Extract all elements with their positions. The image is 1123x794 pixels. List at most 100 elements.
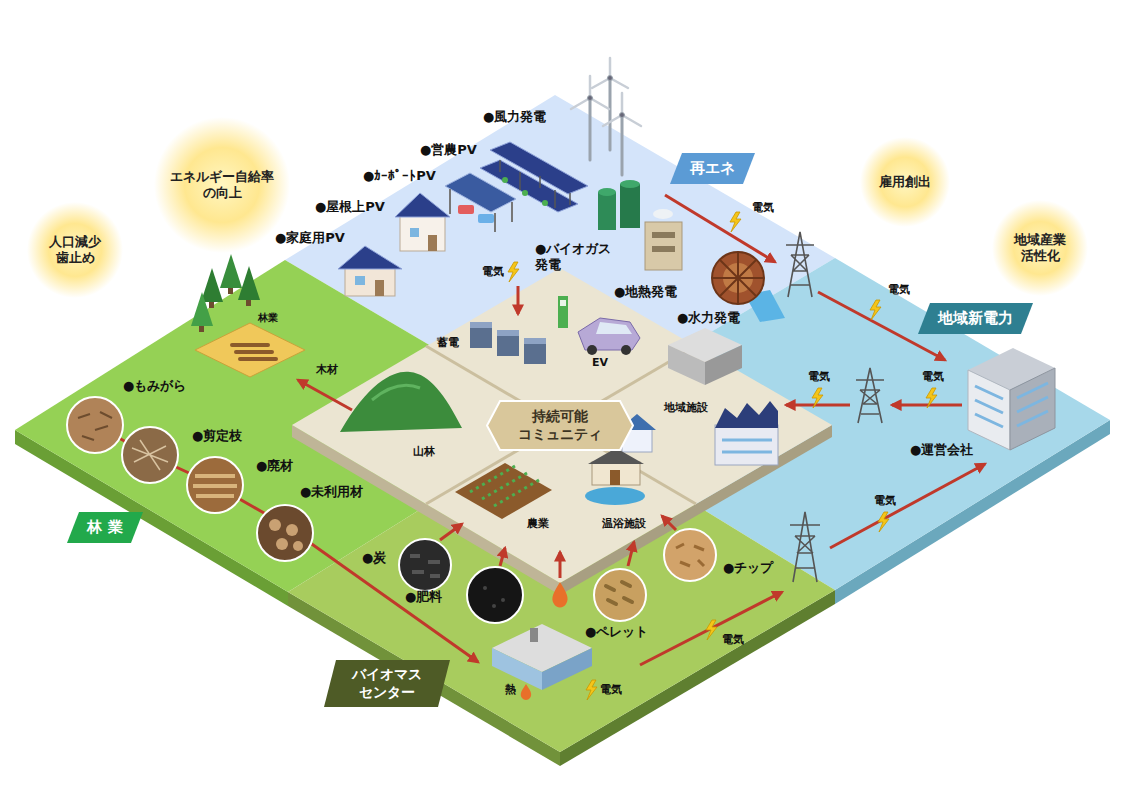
carport-pv xyxy=(445,173,516,232)
node-text: 持続可能 コミュニティ xyxy=(508,408,612,443)
electricity-bolts xyxy=(508,212,937,700)
bath-facility xyxy=(585,448,645,505)
rooftop-pv-house xyxy=(395,193,450,251)
wind-turbines-part xyxy=(603,93,641,126)
ev-charger-car-part xyxy=(587,345,597,355)
home-pv-house-part xyxy=(375,280,384,296)
biomass-materials-part xyxy=(664,529,716,581)
map-label: 熱 xyxy=(505,683,516,696)
map-label: ●水力発電 xyxy=(677,310,740,326)
ev-charger-car-part xyxy=(596,322,632,334)
forest-trees-part xyxy=(195,323,305,377)
community-platform xyxy=(292,268,832,595)
geothermal-plant-part xyxy=(652,232,675,238)
biomass-materials-part xyxy=(193,476,237,496)
map-label: 農業 xyxy=(527,517,549,530)
flow-arrows-part xyxy=(830,464,985,548)
ev-charger-car xyxy=(558,296,640,355)
forest-trees-part xyxy=(238,266,260,300)
map-label: 電気 xyxy=(808,370,830,383)
flow-arrows-part xyxy=(517,286,520,314)
mountain-forest xyxy=(340,372,462,432)
node-text: 再エネ xyxy=(690,159,735,178)
flow-arrows-part xyxy=(892,404,962,407)
flow-arrows-part xyxy=(298,380,352,410)
flow-arrows-part xyxy=(640,592,782,665)
flow-arrows-part xyxy=(665,195,775,262)
battery-storage-part xyxy=(470,322,492,348)
map-label: ●営農PV xyxy=(420,142,477,158)
biomass-materials-part xyxy=(67,397,123,453)
wind-turbines-part xyxy=(620,113,625,118)
glow-disc xyxy=(154,117,290,253)
biomass-materials-part xyxy=(122,427,178,483)
node-text: エネルギー自給率 の向上 xyxy=(164,169,280,202)
home-pv-house-part xyxy=(355,276,365,285)
map-label: 林業 xyxy=(258,312,278,324)
electricity-bolts-part xyxy=(508,262,519,282)
ev-charger-car-part xyxy=(558,296,568,328)
tag-outline xyxy=(324,660,450,707)
map-label: ●バイオガス 発電 xyxy=(535,241,621,272)
wind-turbines-part xyxy=(609,78,612,150)
tag-outline xyxy=(670,153,755,184)
carport-pv-part xyxy=(450,189,512,232)
tag-outline xyxy=(918,303,1033,334)
flow-arrows-part xyxy=(662,516,676,530)
biomass-materials-part xyxy=(187,457,243,513)
mountain-forest-part xyxy=(372,385,420,400)
ground-regions xyxy=(15,95,1110,752)
hydro-wheel-part xyxy=(712,252,764,304)
tag-outline xyxy=(67,512,143,543)
map-label: ●炭 xyxy=(362,550,386,566)
biomass-center-building-part xyxy=(521,684,531,700)
battery-storage-part xyxy=(497,330,519,336)
flow-arrows-part xyxy=(95,425,478,662)
node-text: 雇用創出 xyxy=(879,174,931,190)
geothermal-plant xyxy=(645,209,682,270)
map-label: ●ペレット xyxy=(585,624,648,640)
company-building-part xyxy=(1010,368,1055,450)
map-label: 地域施設 xyxy=(664,401,708,414)
geothermal-plant-part xyxy=(653,209,673,219)
map-label: ●家庭用PV xyxy=(275,230,345,246)
electricity-bolts-part xyxy=(926,388,937,408)
agrivoltaic-pv-part xyxy=(502,177,508,183)
transmission-towers-part xyxy=(856,368,884,423)
map-label: 山林 xyxy=(413,445,435,458)
community-platform-part xyxy=(426,346,696,504)
biomass-materials-part xyxy=(293,541,303,551)
rooftop-pv-house-part xyxy=(428,235,437,251)
transmission-towers xyxy=(786,232,884,582)
hydro-wheel-part xyxy=(712,252,764,304)
wind-turbines xyxy=(571,58,641,175)
map-label: ●肥料 xyxy=(405,589,442,605)
carport-pv-part xyxy=(445,173,516,212)
wind-turbines-part xyxy=(592,58,628,88)
biogas-plant-part xyxy=(598,188,616,196)
biomass-materials-part xyxy=(286,524,298,536)
bath-facility-part xyxy=(592,462,640,485)
bath-facility-part xyxy=(610,470,620,485)
wind-turbines-part xyxy=(589,98,592,160)
regional-facilities xyxy=(618,328,778,465)
battery-storage xyxy=(470,322,546,364)
map-label: 電気 xyxy=(600,683,622,696)
node-text: 人口減少 歯止め xyxy=(44,234,106,267)
node-text: 地域産業 活性化 xyxy=(1009,232,1071,265)
carport-pv-part xyxy=(478,214,494,223)
biomass-materials-part xyxy=(483,586,487,590)
transmission-towers-part xyxy=(786,232,814,297)
agrivoltaic-pv-part xyxy=(522,190,528,196)
section-tag: バイオマス センター xyxy=(324,660,450,707)
map-label: ●地熱発電 xyxy=(614,284,677,300)
biomass-materials-part xyxy=(132,440,168,470)
flow-arrows-part xyxy=(440,524,462,540)
battery-storage-part xyxy=(470,322,492,328)
regional-facilities-part xyxy=(722,440,772,452)
glow-disc xyxy=(992,200,1088,296)
battery-storage-part xyxy=(497,330,519,356)
biomass-materials-part xyxy=(676,544,704,566)
biogas-plant xyxy=(598,180,640,230)
